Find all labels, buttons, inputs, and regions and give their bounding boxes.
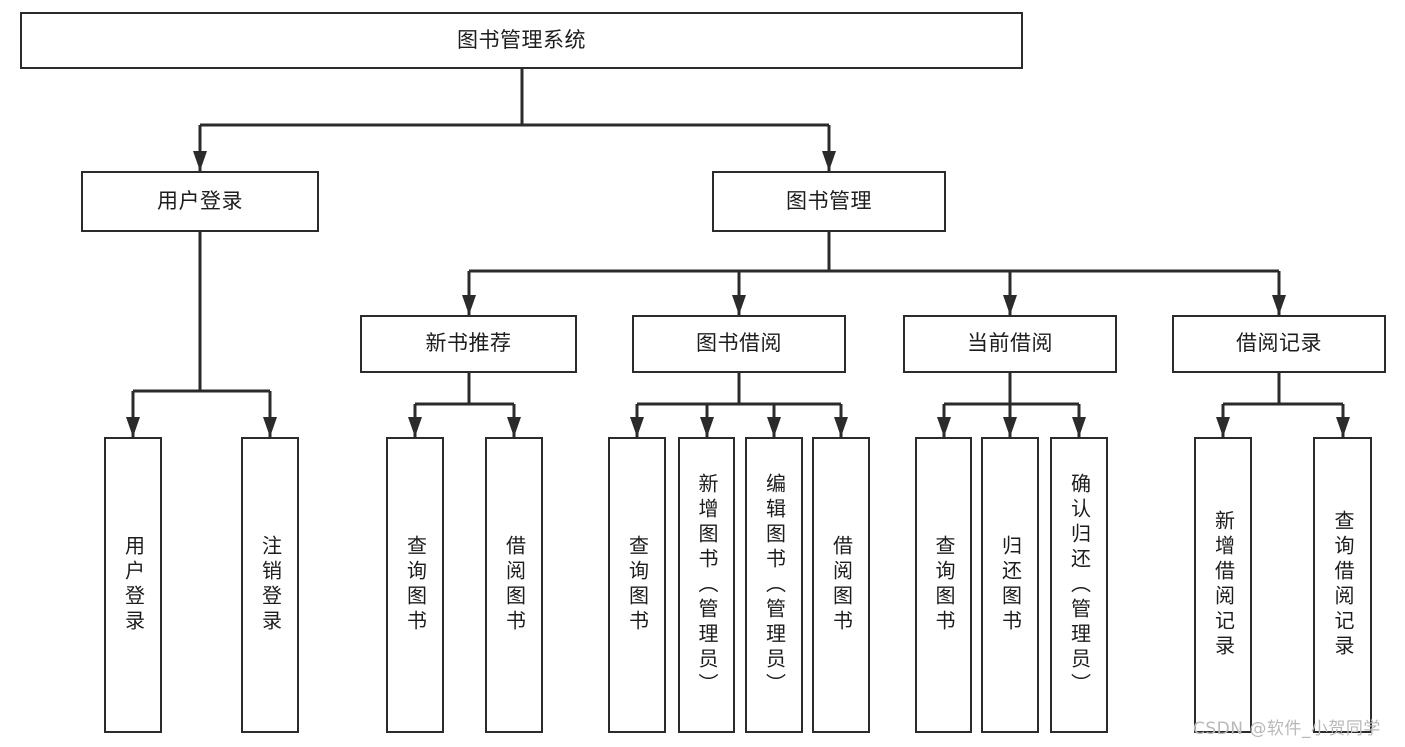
node-label: 图书借阅 (696, 331, 782, 356)
node-leaf5[interactable]: 查询图书 (608, 437, 666, 733)
node-label: 借阅记录 (1236, 331, 1322, 356)
node-leaf1[interactable]: 用户登录 (104, 437, 162, 733)
node-leaf2[interactable]: 注销登录 (241, 437, 299, 733)
node-label: 新书推荐 (425, 331, 512, 356)
arrowhead (462, 295, 476, 315)
node-label: 新增借阅记录 (1211, 510, 1236, 660)
arrowhead (732, 295, 746, 315)
node-label: 借阅图书 (502, 535, 527, 635)
node-label: 图书管理系统 (457, 27, 586, 52)
node-label: 注销登录 (258, 535, 283, 635)
node-leaf13[interactable]: 查询借阅记录 (1313, 437, 1372, 733)
node-label: 归还图书 (998, 535, 1023, 635)
node-label: 查询图书 (625, 535, 650, 635)
node-label: 借阅图书 (829, 535, 854, 635)
arrowhead (1272, 295, 1286, 315)
node-leaf7[interactable]: 编辑图书（管理员） (745, 437, 803, 733)
node-label: 用户登录 (121, 535, 146, 635)
node-newbook[interactable]: 新书推荐 (360, 315, 577, 373)
arrowhead (126, 417, 140, 437)
arrowhead (1336, 417, 1350, 437)
arrowhead (1072, 417, 1086, 437)
arrowhead (263, 417, 277, 437)
node-leaf3[interactable]: 查询图书 (386, 437, 444, 733)
node-leaf12[interactable]: 新增借阅记录 (1194, 437, 1252, 733)
node-label: 当前借阅 (967, 331, 1053, 356)
arrowhead (193, 151, 207, 171)
arrowhead (1216, 417, 1230, 437)
node-label: 编辑图书（管理员） (762, 472, 787, 698)
node-label: 新增图书（管理员） (695, 472, 719, 698)
node-leaf9[interactable]: 查询图书 (915, 437, 972, 733)
arrowhead (700, 417, 714, 437)
node-label: 图书管理 (786, 188, 872, 213)
arrowhead (767, 417, 781, 437)
node-label: 用户登录 (157, 188, 243, 213)
node-login[interactable]: 用户登录 (81, 171, 319, 232)
arrowhead (1003, 295, 1017, 315)
node-leaf8[interactable]: 借阅图书 (812, 437, 870, 733)
node-leaf6[interactable]: 新增图书（管理员） (678, 437, 735, 733)
node-leaf4[interactable]: 借阅图书 (485, 437, 543, 733)
arrowhead (834, 417, 848, 437)
node-bookmgmt[interactable]: 图书管理 (712, 171, 946, 232)
node-label: 确认归还（管理员） (1067, 472, 1092, 698)
node-label: 查询借阅记录 (1331, 510, 1355, 660)
node-label: 查询图书 (932, 535, 956, 635)
arrowhead (1003, 417, 1017, 437)
node-leaf10[interactable]: 归还图书 (981, 437, 1039, 733)
arrowhead (822, 151, 836, 171)
arrowhead (630, 417, 644, 437)
node-leaf11[interactable]: 确认归还（管理员） (1050, 437, 1108, 733)
node-borrow[interactable]: 图书借阅 (632, 315, 846, 373)
node-label: 查询图书 (403, 535, 428, 635)
node-records[interactable]: 借阅记录 (1172, 315, 1386, 373)
node-root[interactable]: 图书管理系统 (20, 12, 1023, 69)
arrowhead (507, 417, 521, 437)
arrowhead (408, 417, 422, 437)
node-current[interactable]: 当前借阅 (903, 315, 1117, 373)
arrowhead (937, 417, 951, 437)
